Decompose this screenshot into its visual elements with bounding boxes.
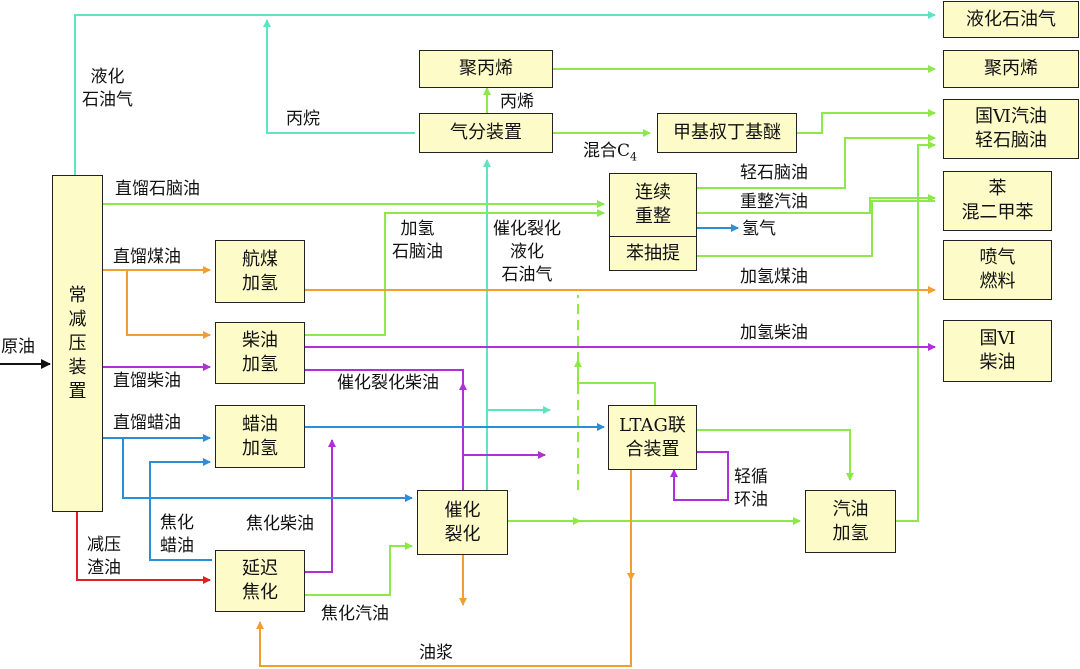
ltag-to-gasoline-line [697, 429, 854, 481]
propane-line [263, 19, 415, 134]
product-gasoline-vi[interactable]: 国Ⅵ汽油 轻石脑油 [943, 99, 1079, 159]
diesel-lines [103, 343, 936, 573]
label-hydro-kerosene: 加氢煤油 [740, 267, 808, 287]
label-mixed-c4: 混合C4 [583, 140, 637, 168]
jet-hydrotreater[interactable]: 航煤 加氢 [215, 240, 305, 303]
reformate-line [697, 194, 936, 214]
fcc-diesel-to-hydro-line [305, 369, 464, 383]
label-sr-diesel: 直馏柴油 [113, 371, 181, 391]
coker-gasoline-line [305, 542, 413, 596]
fcc-to-ltag-line [462, 451, 546, 490]
mtbe-out-line [797, 109, 936, 134]
label-slurry: 油浆 [419, 643, 453, 663]
product-jet-fuel[interactable]: 喷气 燃料 [943, 240, 1052, 300]
label-coker-gasoline: 焦化汽油 [321, 604, 389, 624]
label-light-naphtha: 轻石脑油 [740, 163, 808, 183]
coker-wax-line [149, 458, 212, 561]
label-sr-wax: 直馏蜡油 [113, 413, 181, 433]
coker-diesel-line [305, 439, 336, 573]
wax-to-fcc-line [122, 438, 413, 502]
diesel-hydrotreater[interactable]: 柴油 加氢 [215, 322, 305, 384]
label-coker-wax: 焦化 蜡油 [160, 513, 194, 556]
gasoline-hydrotreater[interactable]: 汽油 加氢 [805, 490, 896, 553]
gas-separation-unit[interactable]: 气分装置 [419, 113, 553, 153]
label-reformate: 重整汽油 [740, 192, 808, 212]
wax-lines [103, 224, 739, 561]
label-fcc-diesel: 催化裂化柴油 [337, 373, 439, 393]
label-lpg-side: 液化 石油气 [82, 67, 133, 110]
label-sr-naphtha: 直馏石脑油 [115, 179, 200, 199]
benzene-extraction-unit[interactable]: 苯抽提 [609, 236, 697, 271]
product-aromatics[interactable]: 苯 混二甲苯 [943, 171, 1052, 231]
kerosene-branch-line [126, 270, 211, 339]
label-propane: 丙烷 [286, 109, 320, 129]
light-naphtha-line [697, 134, 936, 189]
light-cycle-oil-line [670, 451, 729, 501]
lpg-line [74, 11, 936, 175]
fcc-unit[interactable]: 催化 裂化 [417, 490, 508, 555]
label-sr-kerosene: 直馏煤油 [113, 247, 181, 267]
gas-lines [74, 11, 936, 490]
vac-residue-line [76, 512, 211, 584]
reformer-unit[interactable]: 连续 重整 [609, 173, 697, 236]
wax-hydrotreater[interactable]: 蜡油 加氢 [215, 405, 305, 468]
polypropylene-unit[interactable]: 聚丙烯 [419, 50, 553, 88]
label-hydro-diesel: 加氢柴油 [740, 323, 808, 343]
benzene-line [697, 200, 935, 257]
label-coker-diesel: 焦化柴油 [246, 514, 314, 534]
ltag-recycle-up-line [574, 359, 656, 405]
label-light-cycle-oil: 轻循 环油 [734, 467, 768, 510]
label-hydrogen: 氢气 [742, 219, 776, 239]
product-diesel-vi[interactable]: 国Ⅵ 柴油 [943, 320, 1052, 382]
label-propylene: 丙烯 [500, 92, 534, 112]
mtbe-unit[interactable]: 甲基叔丁基醚 [657, 113, 797, 153]
delayed-coker[interactable]: 延迟 焦化 [215, 550, 305, 612]
product-lpg[interactable]: 液化石油气 [943, 1, 1079, 38]
orange-lines [103, 266, 936, 667]
label-mixed-c4-sub: 4 [630, 150, 638, 164]
atmos-vacuum-unit[interactable]: 常 减 压 装 置 [52, 175, 103, 512]
ltag-unit[interactable]: LTAG联 合装置 [608, 405, 697, 470]
label-mixed-c4-text: 混合C [583, 141, 631, 161]
hydro-naphtha-line [305, 209, 605, 336]
label-crude: 原油 [1, 337, 35, 357]
product-polypropylene[interactable]: 聚丙烯 [943, 50, 1079, 88]
hydro-gasoline-out-line [896, 141, 936, 522]
light-product-lines [103, 65, 936, 596]
label-vac-residue: 减压 渣油 [87, 535, 121, 578]
label-fcc-lpg: 催化裂化 液化 石油气 [493, 219, 561, 285]
label-hydro-naphtha: 加氢 石脑油 [392, 219, 443, 262]
